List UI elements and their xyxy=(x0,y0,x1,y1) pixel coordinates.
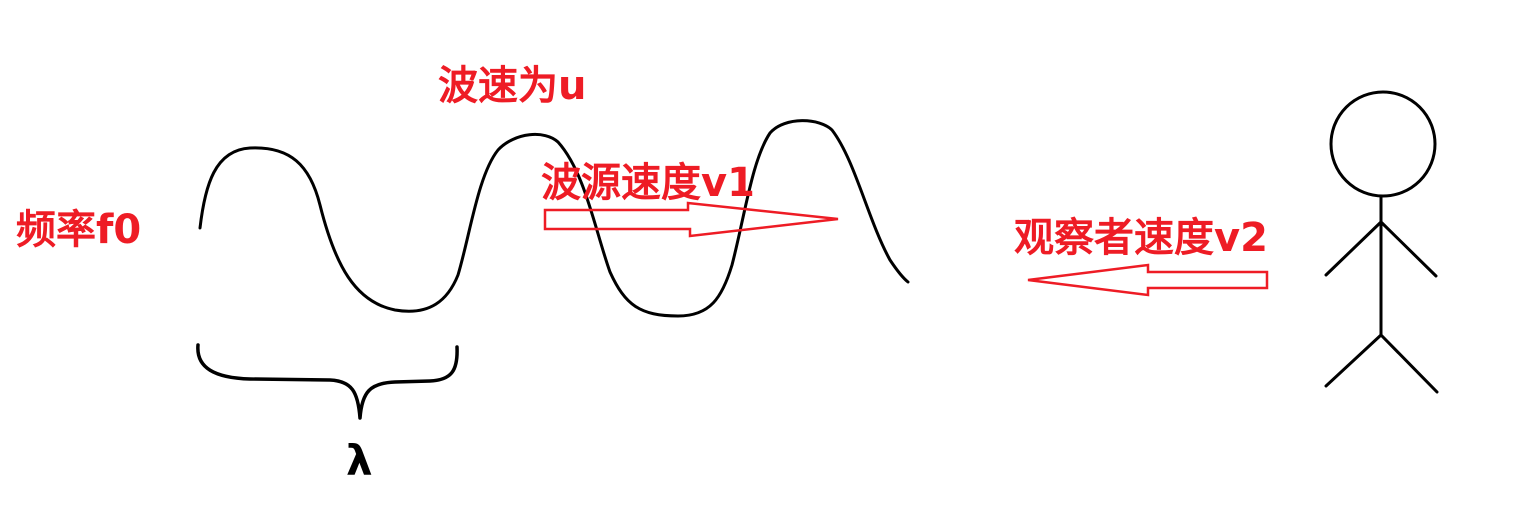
observer-right-leg xyxy=(1379,333,1439,394)
observer-right-arm xyxy=(1379,220,1438,278)
source-velocity-arrow xyxy=(543,201,839,238)
observer-velocity-arrow xyxy=(1027,263,1269,297)
wave-curve xyxy=(198,119,910,318)
observer-head xyxy=(1329,90,1437,198)
wavelength-brace xyxy=(196,343,459,420)
observer-left-leg xyxy=(1324,333,1383,388)
observer-left-arm xyxy=(1324,220,1383,277)
wave-speed-label: 波速为u xyxy=(438,63,587,109)
observer-speed-label: 观察者速度v2 xyxy=(1014,215,1268,261)
source-speed-label: 波源速度v1 xyxy=(541,160,755,206)
wavelength-label: λ xyxy=(346,436,373,485)
frequency-label: 频率f0 xyxy=(16,207,142,253)
observer-stick-figure xyxy=(1324,90,1439,394)
